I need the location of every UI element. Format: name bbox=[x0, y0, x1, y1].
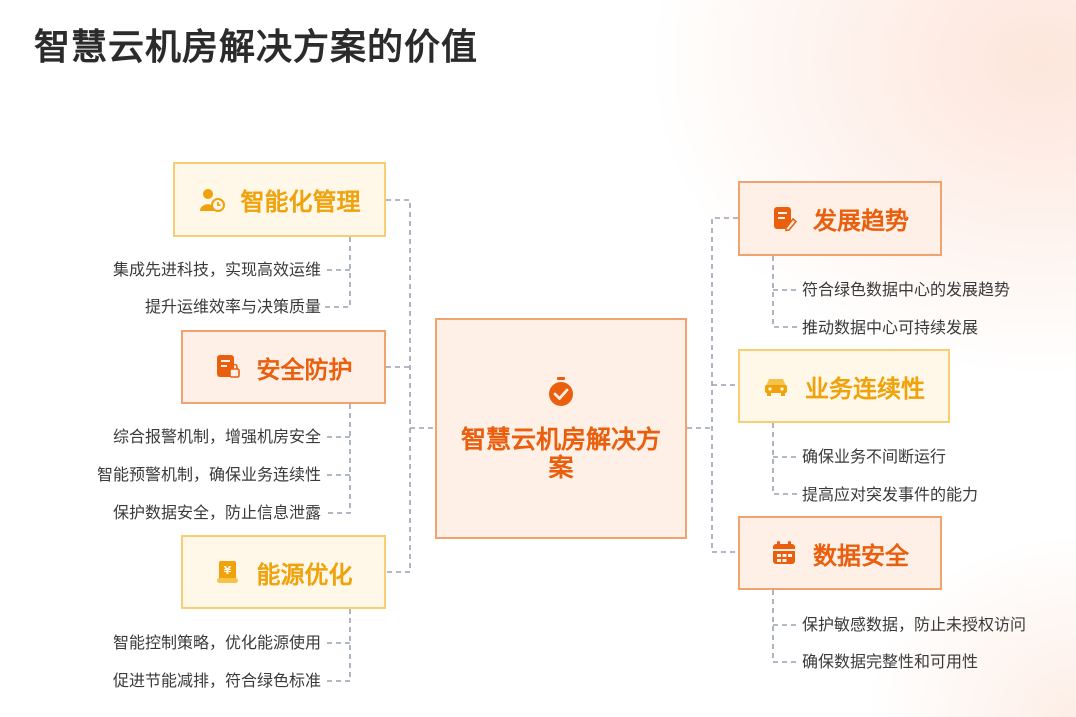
node-label: 业务连续性 bbox=[805, 374, 925, 403]
list-item: 智能控制策略，优化能源使用 bbox=[112, 633, 321, 652]
svg-text:¥: ¥ bbox=[223, 564, 231, 577]
list-item: 提高应对突发事件的能力 bbox=[802, 485, 979, 504]
calendar-icon bbox=[771, 540, 797, 566]
node-label: 能源优化 bbox=[256, 560, 353, 589]
page-title: 智慧云机房解决方案的价值 bbox=[34, 27, 479, 68]
list-item: 保护数据安全，防止信息泄露 bbox=[112, 503, 321, 522]
node-development-trend: 发展趋势 bbox=[738, 181, 942, 256]
node-label: 安全防护 bbox=[256, 355, 353, 384]
list-item: 保护敏感数据，防止未授权访问 bbox=[802, 615, 1027, 634]
yuan-scroll-icon: ¥ bbox=[215, 559, 241, 585]
list-item: 促进节能减排，符合绿色标准 bbox=[112, 671, 321, 690]
list-item: 推动数据中心可持续发展 bbox=[802, 318, 979, 337]
list-item: 符合绿色数据中心的发展趋势 bbox=[802, 280, 1011, 299]
node-label: 发展趋势 bbox=[813, 207, 909, 235]
document-lock-icon bbox=[215, 354, 241, 380]
list-item: 确保业务不间断运行 bbox=[802, 447, 947, 466]
node-data-security: 数据安全 bbox=[738, 516, 942, 590]
list-item: 提升运维效率与决策质量 bbox=[144, 297, 321, 316]
person-clock-icon bbox=[199, 187, 225, 213]
node-intelligent-management: 智能化管理 bbox=[173, 162, 386, 237]
document-pen-icon bbox=[771, 206, 797, 232]
node-energy-optimization: ¥ 能源优化 bbox=[181, 535, 386, 609]
center-label: 智慧云机房解决方案 bbox=[461, 424, 662, 482]
list-item: 综合报警机制，增强机房安全 bbox=[112, 427, 321, 446]
node-label: 智能化管理 bbox=[240, 188, 361, 216]
list-item: 确保数据完整性和可用性 bbox=[802, 652, 979, 671]
node-security-protection: 安全防护 bbox=[181, 330, 386, 404]
stopwatch-check-icon bbox=[546, 376, 576, 412]
car-icon bbox=[763, 373, 789, 399]
list-item: 集成先进科技，实现高效运维 bbox=[112, 260, 321, 279]
node-business-continuity: 业务连续性 bbox=[738, 349, 950, 423]
list-item: 智能预警机制，确保业务连续性 bbox=[96, 465, 321, 484]
center-node: 智慧云机房解决方案 bbox=[435, 318, 687, 539]
node-label: 数据安全 bbox=[813, 541, 909, 570]
